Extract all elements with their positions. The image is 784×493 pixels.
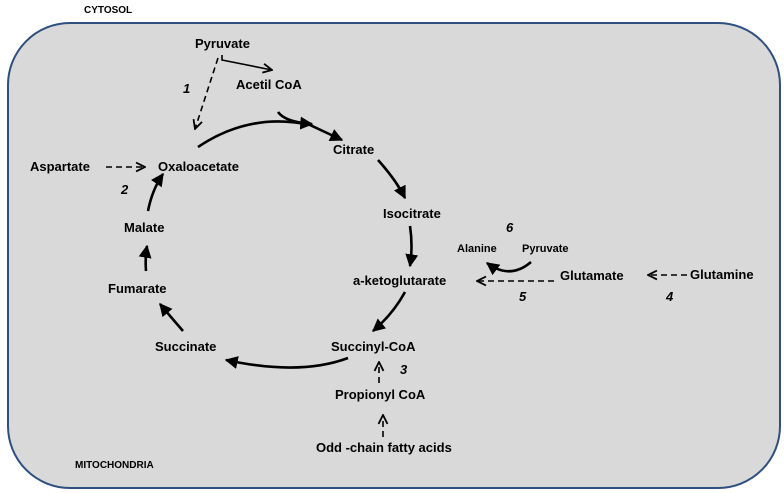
propionyl-coa-label: Propionyl CoA <box>335 387 426 402</box>
pyruvate-label: Pyruvate <box>195 36 250 51</box>
succinate-label: Succinate <box>155 339 216 354</box>
odd-chain-fatty-acids-label: Odd -chain fatty acids <box>316 440 452 455</box>
arrow-malate-to-oxaloacetate <box>146 172 165 212</box>
glutamine-label: Glutamine <box>690 267 754 282</box>
malate-label: Malate <box>124 220 164 235</box>
pathway-number-4: 4 <box>665 289 674 304</box>
arrow-pyruvate-to-acetylcoa <box>221 55 272 70</box>
citrate-label: Citrate <box>333 142 374 157</box>
pathway-number-5: 5 <box>519 289 527 304</box>
arrow-acetylcoa-to-citrate <box>276 111 314 130</box>
arrow-pyruvate-to-alanine <box>485 260 532 276</box>
mitochondria-label: MITOCHONDRIA <box>75 460 154 471</box>
acetyl-coa-label: Acetil CoA <box>236 77 302 92</box>
succinyl-coa-label: Succinyl-CoA <box>331 339 416 354</box>
isocitrate-label: Isocitrate <box>383 206 441 221</box>
arrow-succinylcoa-to-succinate <box>224 356 349 369</box>
arrow-isocitrate-to-aketoglutarate <box>405 225 419 268</box>
oxaloacetate-label: Oxaloacetate <box>158 159 239 174</box>
pathway-number-6: 6 <box>506 220 514 235</box>
mitochondria-compartment <box>7 22 781 489</box>
arrow-aketoglutarate-to-succinylcoa <box>372 291 407 332</box>
fumarate-label: Fumarate <box>108 281 167 296</box>
arrow-citrate-to-isocitrate <box>377 159 407 200</box>
cytosol-label: CYTOSOL <box>84 5 132 16</box>
pathway-number-3: 3 <box>400 362 408 377</box>
glutamate-label: Glutamate <box>560 268 624 283</box>
pathway-number-1: 1 <box>183 81 190 96</box>
pathway-number-2: 2 <box>120 182 129 197</box>
a-ketoglutarate-label: a-ketoglutarate <box>353 273 446 288</box>
aspartate-label: Aspartate <box>30 159 90 174</box>
arrow-succinate-to-fumarate <box>159 303 184 332</box>
arrow-pyruvate-to-oxaloacetate <box>195 57 219 129</box>
arrow-fumarate-to-malate <box>138 244 152 272</box>
pyruvate-transamination-label: Pyruvate <box>522 243 568 255</box>
alanine-label: Alanine <box>457 243 497 255</box>
